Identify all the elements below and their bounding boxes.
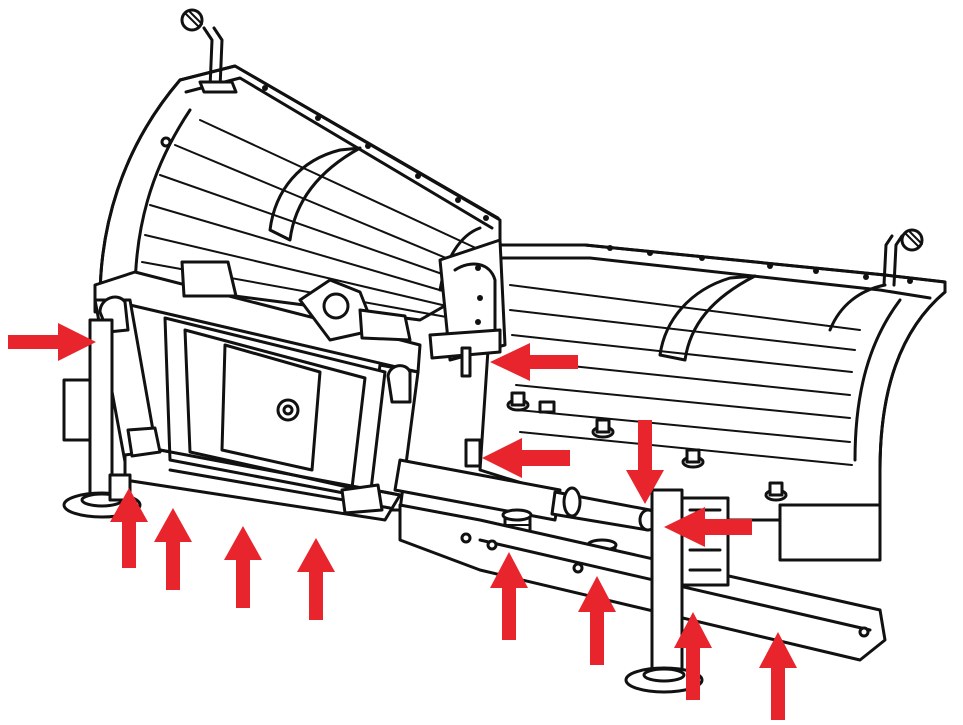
center-hinge xyxy=(428,238,507,468)
arrow-center-upper xyxy=(490,343,578,381)
arrow-spring-4 xyxy=(759,632,797,720)
arrow-left-pivot xyxy=(8,323,96,361)
blade-bolts xyxy=(506,391,788,502)
right-marker-post xyxy=(882,228,924,287)
arrow-shoe-left xyxy=(110,488,148,568)
arrow-spring-1 xyxy=(490,552,528,640)
arrow-frame-3 xyxy=(297,538,335,620)
arrow-frame-2 xyxy=(224,526,262,608)
left-marker-post xyxy=(180,8,238,94)
indicator-arrows xyxy=(8,323,797,720)
arrow-frame-1 xyxy=(154,508,192,590)
left-blade-wing xyxy=(98,64,502,322)
arrow-spring-3 xyxy=(674,612,712,700)
left-stand xyxy=(62,318,142,519)
arrow-right-stand xyxy=(664,507,752,547)
a-frame xyxy=(93,260,422,522)
arrow-spring-2 xyxy=(578,576,616,665)
arrow-center-lower xyxy=(482,438,570,478)
arrow-right-down xyxy=(626,420,664,504)
